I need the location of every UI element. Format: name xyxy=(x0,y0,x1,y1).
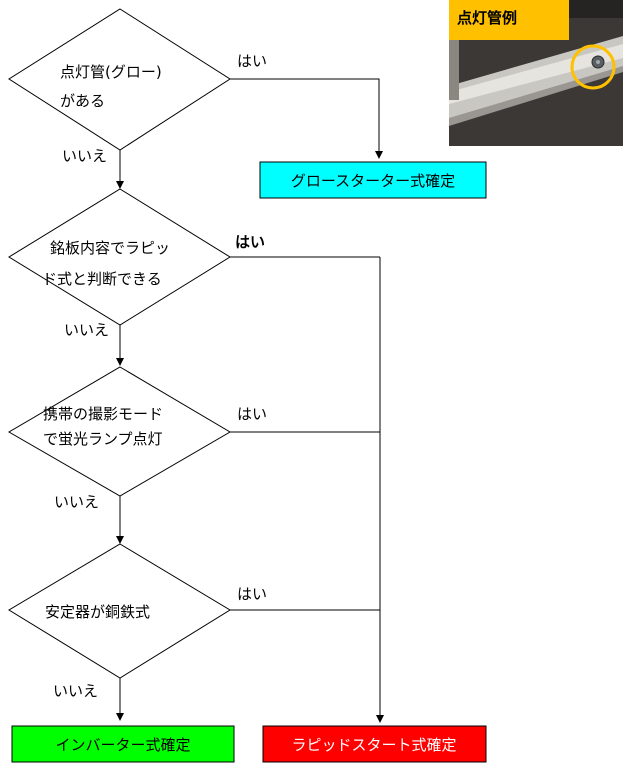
result-inverter-box xyxy=(11,725,235,763)
photo-title: 点灯管例 xyxy=(457,9,517,27)
decision-3-text-line2: で蛍光ランプ点灯 xyxy=(43,430,163,448)
decision-4-yes-label: はい xyxy=(237,585,267,603)
result-rapid-box xyxy=(262,725,487,763)
decision-3-no-label: いいえ xyxy=(54,493,99,511)
glow-starter-highlight-ring xyxy=(570,44,616,90)
decision-1-no-label: いいえ xyxy=(62,147,107,165)
result-glow-box xyxy=(259,161,487,199)
decision-2-yes-label: はい xyxy=(235,233,265,251)
decision-1-yes-connector xyxy=(230,78,383,159)
decision-4-text-line1: 安定器が銅鉄式 xyxy=(45,603,150,621)
decision-1-text-line1: 点灯管(グロー) xyxy=(60,63,162,81)
decision-1-yes-label: はい xyxy=(237,52,267,70)
photo-title-box xyxy=(449,0,569,40)
result-glow-label: グロースターター式確定 xyxy=(291,172,455,190)
decision-2-diamond xyxy=(8,188,231,326)
decision-3-yes-label: はい xyxy=(237,405,267,423)
decision-1-text-line2: がある xyxy=(60,92,105,110)
decision-3-text-line1: 携帯の撮影モード xyxy=(43,405,163,423)
result-inverter-label: インバーター式確定 xyxy=(55,736,190,754)
decision-2-no-label: いいえ xyxy=(64,321,109,339)
decision-2-text-line1: 銘板内容でラピッ xyxy=(50,239,170,257)
decision-2-text-line2: ド式と判断できる xyxy=(42,270,162,288)
decision-4-no-label: いいえ xyxy=(53,682,98,700)
result-rapid-label: ラピッドスタート式確定 xyxy=(291,736,456,754)
